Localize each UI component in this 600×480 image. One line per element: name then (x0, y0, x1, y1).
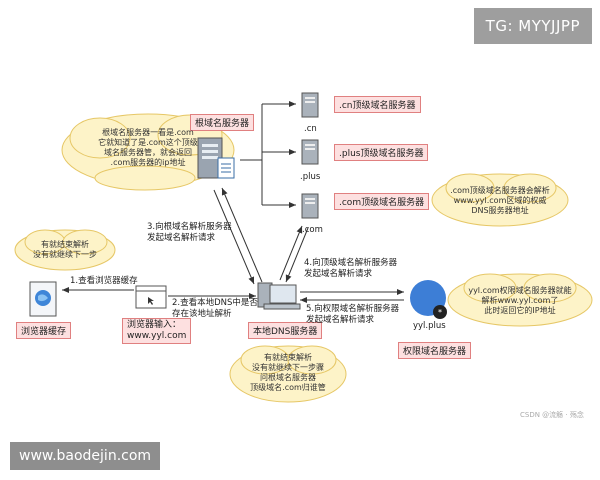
auth-server-label: 权限域名服务器 (398, 342, 472, 359)
local-dns-server-icon (257, 282, 301, 310)
browser-cache-label: 浏览器缓存 (16, 322, 72, 339)
dns-authority-icon: * (410, 280, 447, 319)
svg-text:*: * (438, 308, 442, 317)
step-3-label: 3.向根域名解析服务器 发起域名解析请求 (147, 222, 232, 243)
step-5-label: 5.向权限域名解析服务器 发起域名解析请求 (306, 304, 400, 325)
step-4-label: 4.向顶级域名解析服务器 发起域名解析请求 (304, 258, 398, 279)
auth-domain-label: yyl.plus (413, 321, 446, 331)
tg-badge: TG: MYYJJPP (473, 8, 592, 44)
local-note: 有就结束解析 没有就继续下一步骤 问根域名服务器 顶级域名.com归谁管 (250, 353, 326, 392)
browser-window-icon (135, 285, 167, 309)
step-2-label: 2.查看本地DNS中是否 存在该地址解析 (172, 298, 258, 319)
cloud-auth-note (447, 273, 593, 327)
cloud-cache-note (14, 229, 116, 271)
com-note: .com顶级域名服务器会解析 www.yyl.com区域的权威 DNS服务器地址 (450, 186, 550, 215)
csdn-watermark: CSDN @流觞 · 殇念 (520, 411, 584, 419)
cache-note: 有就结束解析 没有就继续下一步 (33, 240, 97, 259)
browser-cache-icon (29, 281, 57, 317)
plus-server-icon (301, 139, 319, 165)
cn-server-icon (301, 92, 319, 118)
root-note: 根域名服务器一看是.com 它就知道了是.com这个顶级 域名服务器管，就会返回… (98, 128, 198, 167)
cn-server-label: .cn顶级域名服务器 (334, 96, 421, 113)
cloud-root-note (61, 113, 235, 191)
cloud-local-note (229, 345, 347, 403)
root-server-icon (197, 137, 235, 179)
plus-server-label: .plus顶级域名服务器 (334, 144, 429, 161)
site-badge: www.baodejin.com (10, 442, 161, 470)
com-server-icon (301, 193, 319, 219)
root-server-label: 根域名服务器 (190, 114, 255, 131)
cn-tld-label: .cn (304, 124, 317, 134)
com-server-label: .com顶级域名服务器 (334, 193, 430, 210)
browser-input-label: 浏览器输入： www.yyl.com (122, 318, 192, 344)
step-1-label: 1.查看浏览器缓存 (70, 276, 138, 286)
local-dns-label: 本地DNS服务器 (248, 322, 323, 339)
com-tld-label: .com (302, 225, 323, 235)
cloud-com-note (431, 173, 569, 227)
plus-tld-label: .plus (300, 172, 321, 182)
auth-note: yyl.com权限域名服务器就能 解析www.yyl.com了 此时返回它的IP… (468, 286, 572, 315)
